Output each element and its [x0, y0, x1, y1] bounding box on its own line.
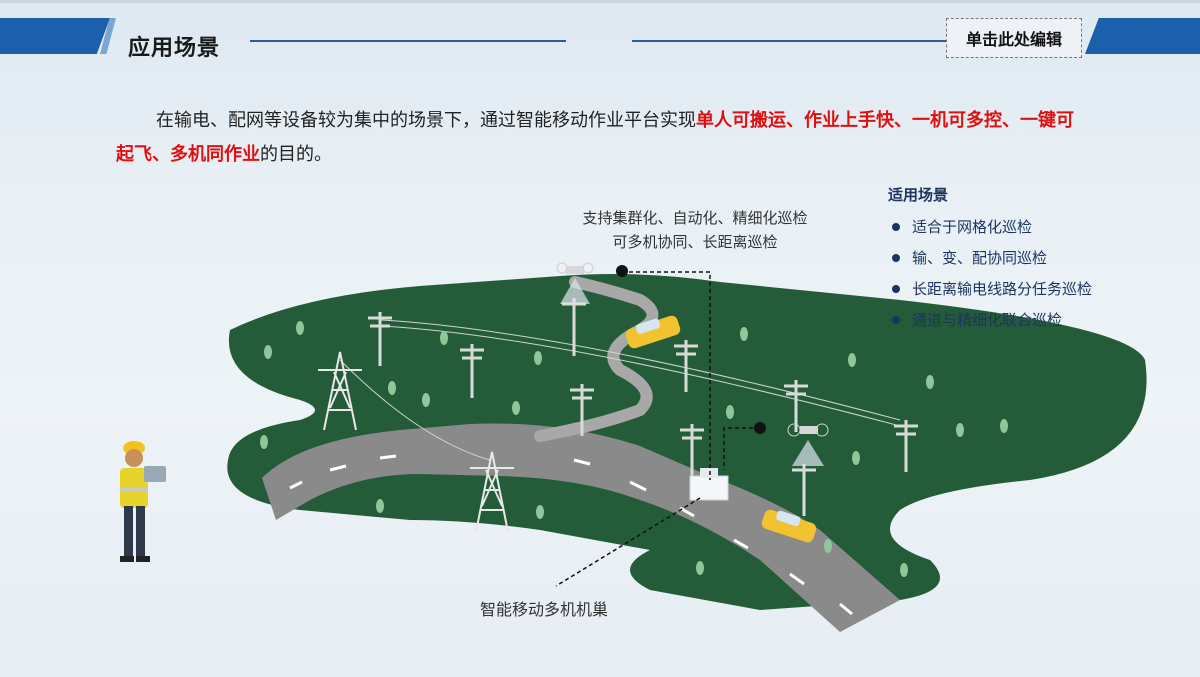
intro-paragraph: 在输电、配网等设备较为集中的场景下，通过智能移动作业平台实现单人可搬运、作业上手…: [116, 104, 1086, 172]
utility-pole-icon: [570, 384, 594, 436]
edit-placeholder-button[interactable]: 单击此处编辑: [946, 18, 1082, 58]
utility-pole-icon: [792, 464, 816, 516]
callout-top-line2: 可多机协同、长距离巡检: [612, 233, 778, 251]
applicable-scenes-list: 适用场景 适合于网格化巡检 输、变、配协同巡检 长距离输电线路分任务巡检 通道与…: [888, 184, 1188, 335]
intro-text-after: 的目的。: [260, 144, 332, 165]
callout-top-caption: 支持集群化、自动化、精细化巡检 可多机协同、长距离巡检: [560, 206, 830, 254]
bullet-icon: [892, 222, 900, 231]
bullet-icon: [892, 315, 900, 324]
top-border: [0, 0, 1200, 3]
title-rule-left: [250, 40, 566, 42]
transmission-tower-icon: [470, 451, 514, 533]
scene-item-label: 适合于网格化巡检: [912, 218, 1033, 236]
callout-top-line1: 支持集群化、自动化、精细化巡检: [582, 209, 808, 227]
scene-item-label: 输、变、配协同巡检: [912, 249, 1048, 267]
winding-path: [534, 276, 659, 442]
utility-pole-icon: [894, 420, 918, 472]
car-icon: [625, 315, 681, 349]
intro-highlight: 单人可搬运、作业上手快、一机可多控、一键可起飞、多机同作业: [116, 110, 1074, 165]
drone-icon: [787, 423, 829, 466]
transmission-tower-icon: [318, 351, 362, 431]
applicable-scenes-title: 适用场景: [888, 186, 949, 204]
page-title: 应用场景: [128, 36, 221, 61]
scene-item: 输、变、配协同巡检: [888, 242, 1188, 273]
bullet-icon: [892, 253, 900, 262]
tree-icon: [260, 321, 1008, 577]
scene-item: 通道与精细化联合巡检: [888, 304, 1188, 335]
grass-land: [227, 274, 1147, 610]
callout-dot-top: [616, 265, 628, 277]
title-rule-right: [632, 40, 946, 42]
callout-lines: [555, 271, 760, 587]
scene-item-label: 通道与精细化联合巡检: [912, 311, 1063, 329]
power-lines: [339, 319, 901, 461]
callout-bottom-caption: 智能移动多机机巢: [480, 600, 609, 619]
utility-pole-icon: [784, 380, 808, 432]
car-icon: [761, 509, 817, 543]
header-right-tab: [1085, 18, 1200, 54]
utility-pole-icon: [368, 312, 392, 366]
header-left-tab: [0, 18, 110, 54]
road-markings: [289, 454, 853, 616]
worker-icon: [120, 441, 166, 562]
intro-text-before: 在输电、配网等设备较为集中的场景下，通过智能移动作业平台实现: [156, 110, 696, 131]
scene-item: 适合于网格化巡检: [888, 211, 1188, 242]
utility-pole-icon: [460, 344, 484, 398]
scene-item: 长距离输电线路分任务巡检: [888, 273, 1188, 304]
drone-nest-icon: [689, 468, 729, 501]
drone-icon: [556, 262, 594, 304]
utility-pole-icon: [680, 424, 704, 476]
scene-item-label: 长距离输电线路分任务巡检: [912, 280, 1093, 298]
bullet-icon: [892, 284, 900, 293]
utility-pole-icon: [674, 340, 698, 392]
callout-dot-right: [754, 422, 766, 434]
